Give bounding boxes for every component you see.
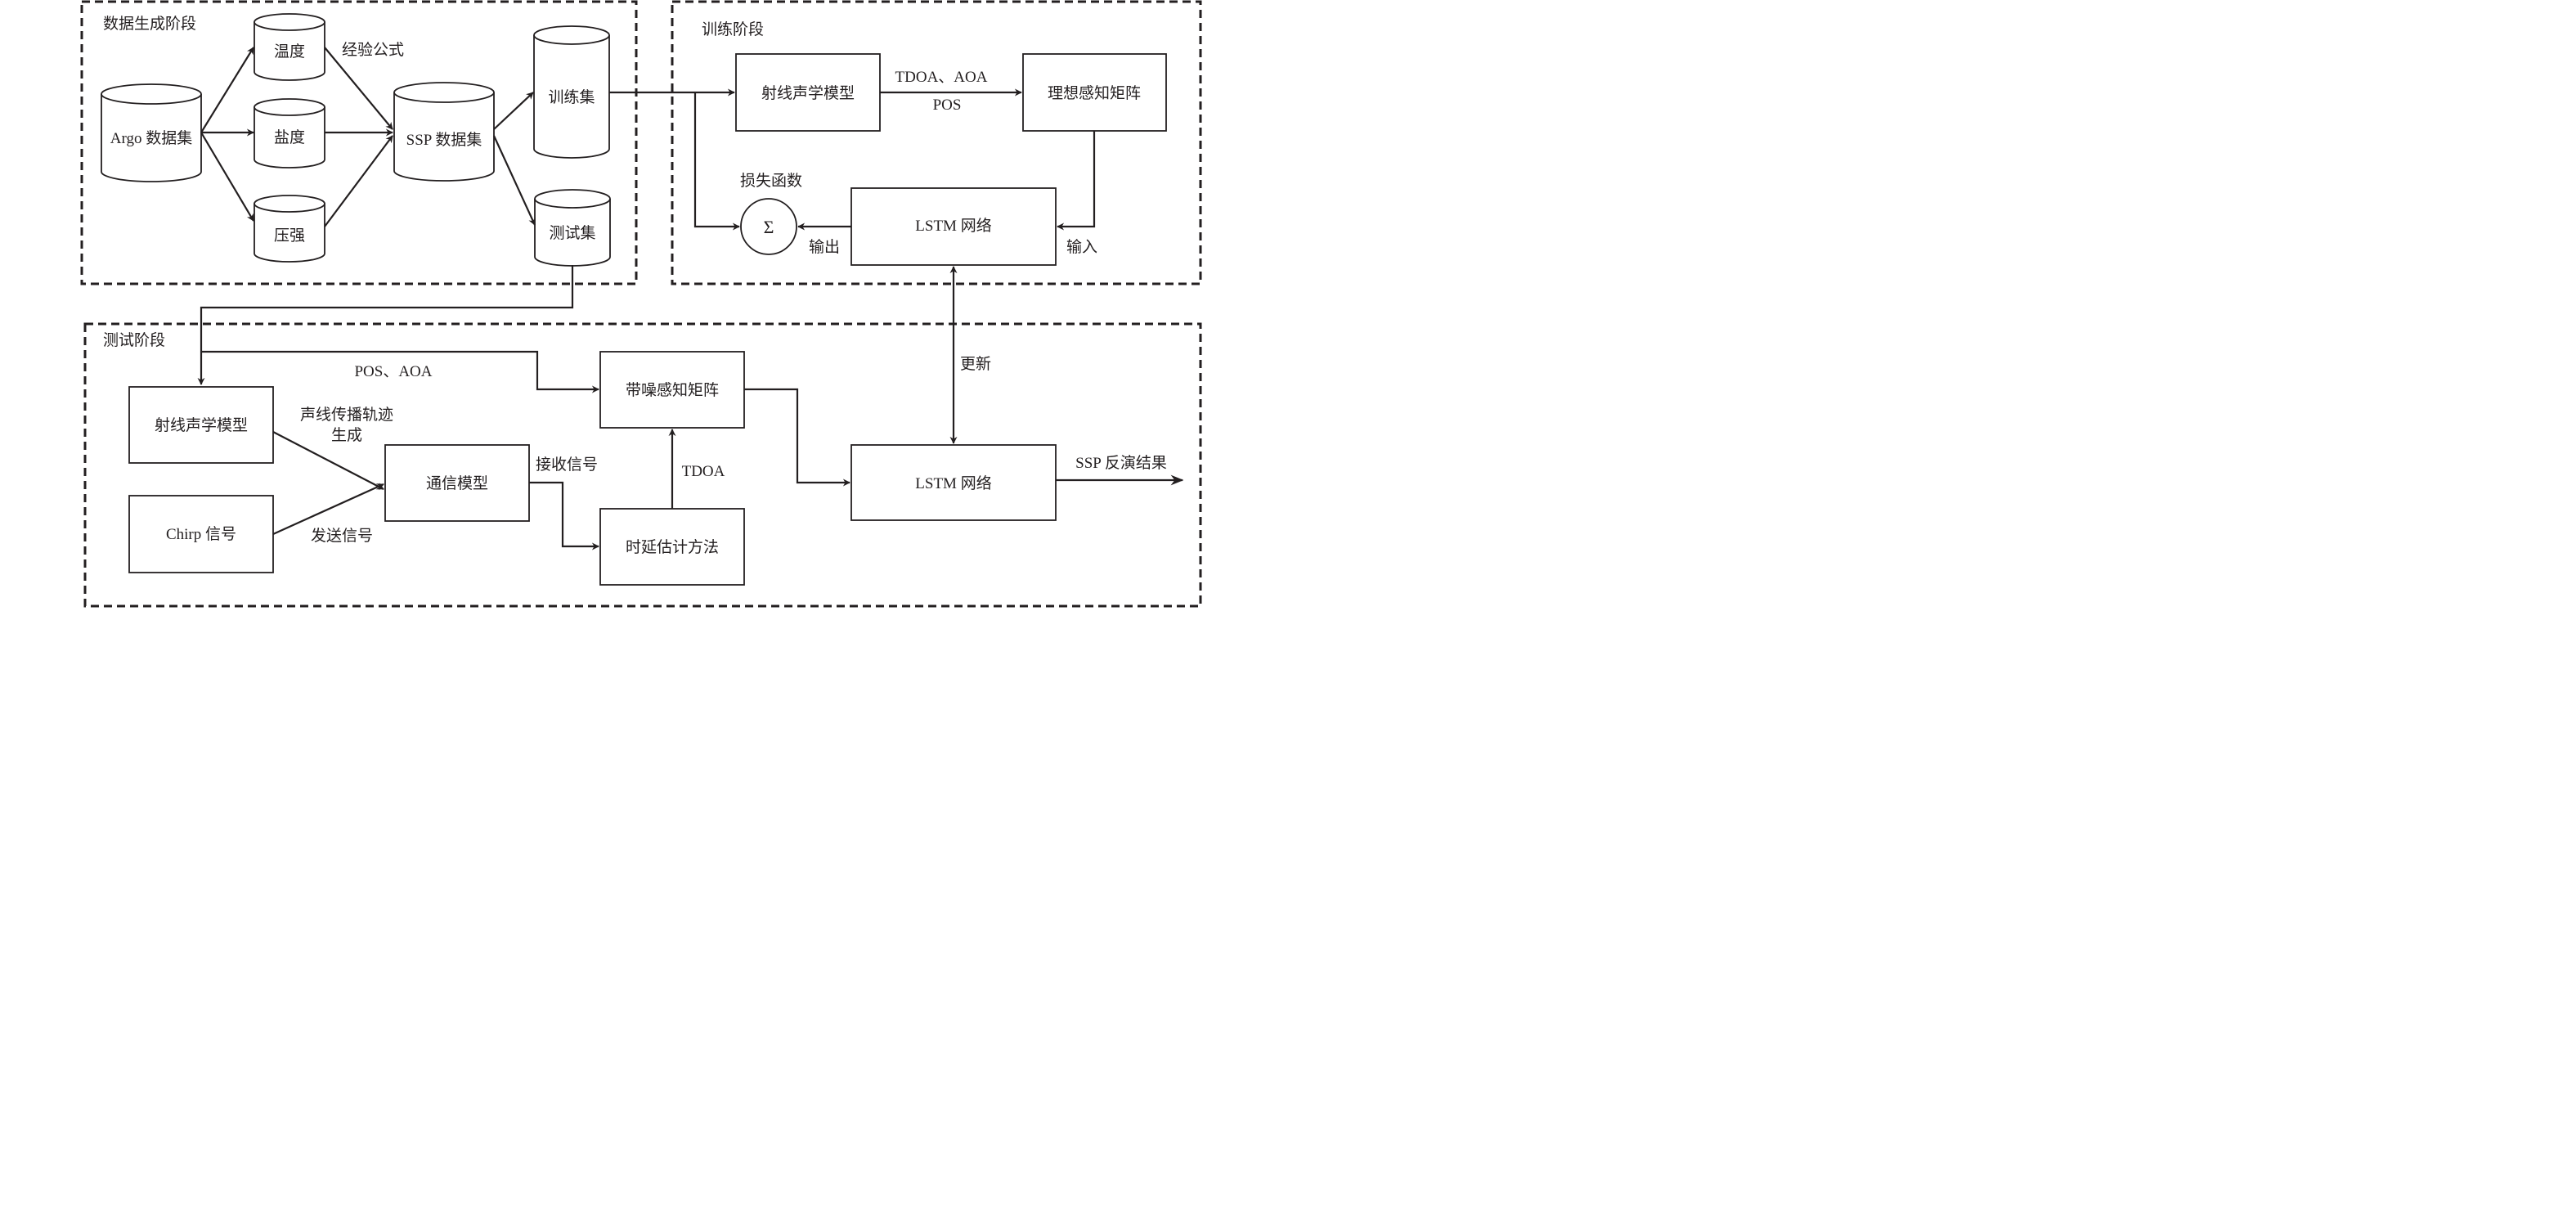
empirical-formula-label: 经验公式: [342, 41, 404, 59]
arrow-noisy-matrix-to-lstm: [744, 388, 850, 487]
chirp-signal-box: [128, 495, 274, 573]
testing-lstm-network-box: [850, 444, 1057, 521]
tdoa-aoa-label: TDOA、AOA: [895, 69, 988, 86]
training-lstm-network-box: [850, 187, 1057, 266]
arrow-argo-to-temperature: [200, 47, 254, 133]
testing-stage-label: 测试阶段: [103, 331, 165, 349]
temperature-label: 温度: [274, 43, 305, 61]
ssp-dataset-label: SSP 数据集: [406, 131, 482, 149]
chirp-signal-label: Chirp 信号: [166, 525, 236, 543]
sum-node: [740, 198, 797, 255]
test-set-cylinder: [534, 189, 611, 267]
training-stage-region: [671, 0, 1202, 285]
train-set-cylinder: [533, 25, 610, 159]
pressure-cylinder: [254, 195, 325, 263]
train-set-label: 训练集: [548, 88, 595, 106]
arrow-train-set-to-sum: [693, 92, 740, 231]
communication-model-box: [384, 444, 530, 522]
data-generation-stage-region: [80, 0, 638, 285]
testing-lstm-network-label: LSTM 网络: [915, 474, 991, 492]
noisy-sensing-matrix-box: [599, 351, 745, 429]
training-ray-acoustic-model-label: 射线声学模型: [761, 84, 855, 102]
output-label: 输出: [809, 238, 840, 256]
send-signal-label: 发送信号: [311, 527, 373, 545]
loss-function-label: 损失函数: [740, 172, 802, 190]
argo-dataset-cylinder: [101, 83, 202, 182]
training-ray-acoustic-model-box: [735, 53, 881, 132]
ssp-dataset-cylinder: [393, 82, 495, 182]
arrow-test-set-to-testing: [197, 265, 574, 385]
test-set-label: 测试集: [549, 224, 595, 242]
salinity-cylinder: [254, 98, 325, 168]
temperature-cylinder: [254, 13, 325, 81]
testing-ray-acoustic-model-box: [128, 386, 274, 464]
receive-signal-label: 接收信号: [536, 456, 598, 474]
tdoa-label: TDOA: [682, 463, 725, 480]
arrow-chirp-to-comm-model: [272, 483, 384, 536]
flow-diagram: 数据生成阶段 训练阶段 测试阶段 Argo 数据集 温度 盐度 压强 SSP 数…: [80, 0, 1202, 608]
arrow-temperature-to-ssp: [324, 47, 393, 130]
ideal-sensing-matrix-box: [1022, 53, 1167, 132]
training-lstm-network-label: LSTM 网络: [915, 217, 991, 235]
noisy-sensing-matrix-label: 带噪感知矩阵: [626, 381, 719, 399]
arrow-pos-aoa-to-noisy-matrix: [201, 350, 599, 393]
ray-path-label-line1: 声线传播轨迹: [300, 406, 393, 424]
arrow-comm-model-to-tde: [529, 481, 599, 550]
arrow-ssp-to-test: [493, 135, 536, 226]
sum-symbol: Σ: [764, 217, 774, 237]
pressure-label: 压强: [274, 227, 305, 245]
testing-ray-acoustic-model-label: 射线声学模型: [155, 416, 248, 434]
arrow-ray-model-to-comm-model: [272, 431, 384, 490]
arrow-argo-to-pressure: [200, 132, 254, 222]
ssp-result-label: SSP 反演结果: [1075, 454, 1167, 472]
arrow-pressure-to-ssp: [324, 135, 393, 227]
salinity-label: 盐度: [274, 128, 305, 146]
input-label: 输入: [1066, 238, 1097, 256]
testing-stage-region: [83, 322, 1202, 608]
pos-aoa-label: POS、AOA: [354, 363, 432, 380]
ray-path-label-line2: 生成: [331, 426, 362, 444]
pos-label: POS: [933, 97, 962, 114]
training-stage-label: 训练阶段: [702, 20, 764, 38]
arrow-ssp-to-train: [493, 92, 534, 130]
communication-model-label: 通信模型: [426, 474, 488, 492]
data-generation-stage-label: 数据生成阶段: [103, 15, 196, 33]
ideal-sensing-matrix-label: 理想感知矩阵: [1048, 84, 1141, 102]
update-label: 更新: [960, 355, 991, 373]
time-delay-estimation-label: 时延估计方法: [626, 538, 719, 556]
arrow-ideal-matrix-to-lstm: [1057, 131, 1096, 231]
argo-dataset-label: Argo 数据集: [110, 129, 192, 147]
